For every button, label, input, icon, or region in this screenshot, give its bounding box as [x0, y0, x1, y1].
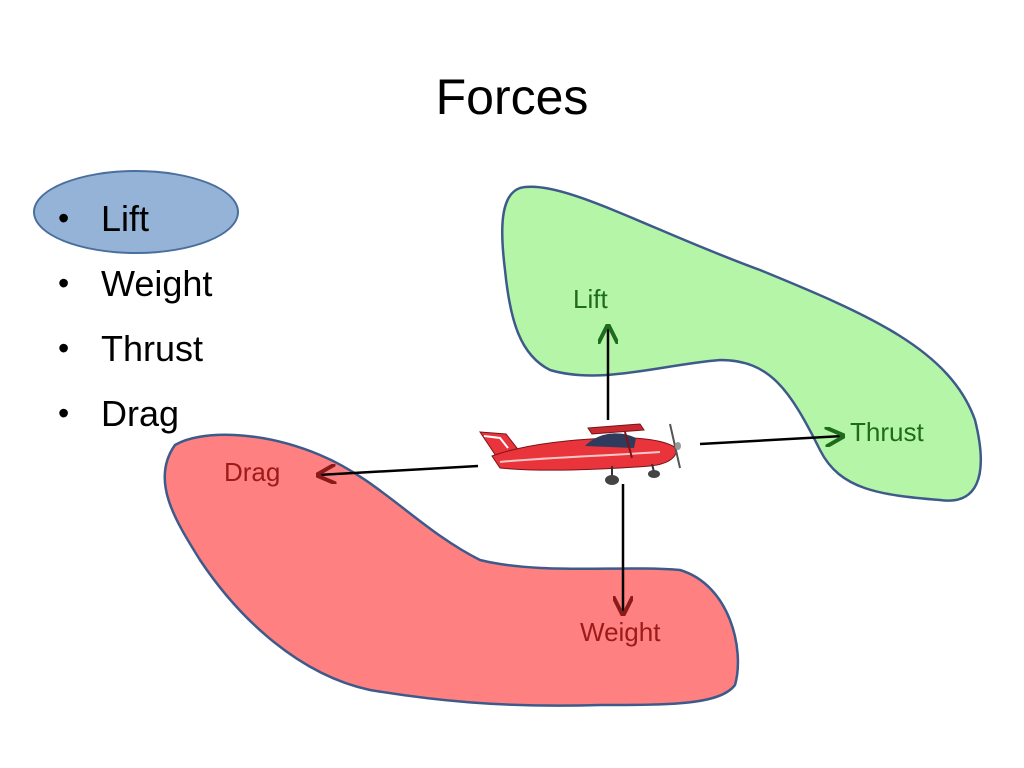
bullet-dot-icon: • — [58, 330, 70, 366]
airplane-icon — [479, 423, 681, 485]
lift-highlight-ellipse — [33, 170, 239, 254]
forces-bullet-list: • Lift • Weight • Thrust • Drag — [58, 186, 212, 446]
drag-weight-region — [163, 433, 740, 707]
bullet-weight-text: Weight — [101, 263, 213, 304]
bullet-lift-text: Lift — [101, 198, 150, 239]
bullet-lift: • Lift — [58, 186, 212, 251]
slide-title: Forces — [435, 69, 589, 125]
bullet-weight: • Weight — [58, 251, 212, 316]
lift-label: Lift — [573, 284, 608, 314]
bullet-dot-icon: • — [58, 395, 70, 431]
bullet-thrust: • Thrust — [58, 316, 212, 381]
bullet-drag-text: Drag — [101, 393, 180, 434]
bullet-drag: • Drag — [58, 381, 212, 446]
drag-label: Drag — [224, 457, 280, 487]
thrust-arrow — [699, 436, 843, 444]
bullet-thrust-text: Thrust — [101, 328, 204, 369]
bullet-dot-icon: • — [58, 200, 70, 236]
thrust-label: Thrust — [850, 417, 924, 447]
bullet-dot-icon: • — [58, 265, 70, 301]
weight-label: Weight — [580, 617, 661, 647]
lift-thrust-region — [501, 185, 983, 502]
drag-arrow — [318, 466, 479, 475]
